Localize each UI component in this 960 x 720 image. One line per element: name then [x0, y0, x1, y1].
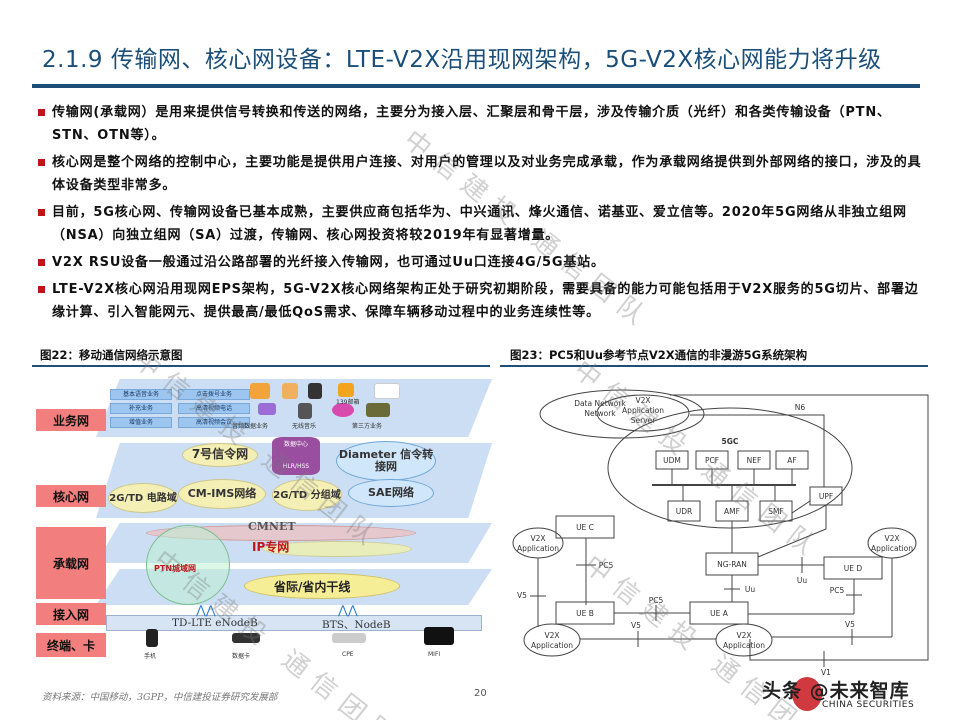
source-note: 资料来源：中国移动，3GPP，中信建投证券研究发展部 [42, 692, 278, 703]
svg-text:UPF: UPF [819, 492, 833, 501]
svg-text:NEF: NEF [747, 456, 762, 465]
cm-ims-cloud: CM-IMS网络 [178, 479, 266, 509]
layer-label-terminal: 终端、卡 [36, 633, 106, 657]
figure23-divider [500, 365, 928, 367]
figure22-divider [32, 365, 490, 367]
svg-text:AF: AF [787, 456, 796, 465]
svg-text:V2X: V2X [635, 396, 650, 405]
database-icon: 数据中心 HLR/HSS [272, 437, 320, 475]
svg-text:PCF: PCF [705, 456, 719, 465]
svg-text:Data Network: Data Network [574, 399, 626, 408]
data-card-icon [232, 633, 260, 643]
svg-text:V1: V1 [821, 668, 831, 677]
svg-text:N6: N6 [795, 403, 806, 412]
bullet-item: 传输网(承载网）是用来提供信号转换和传送的网络，主要分为接入层、汇聚层和骨干层，… [38, 101, 928, 147]
service-box: 高清视频电话 [178, 403, 250, 414]
antenna-icon: ⋀⋀ [196, 603, 216, 617]
svg-text:UE B: UE B [576, 609, 594, 618]
audio-data-service-icon [250, 383, 270, 399]
service-box: 基本语音业务 [110, 389, 172, 400]
svg-text:V2X: V2X [736, 631, 751, 640]
bullet-square-icon [38, 109, 45, 116]
service-box: 点击拨号业务 [178, 389, 250, 400]
svg-text:Application: Application [531, 641, 573, 650]
svg-text:V5: V5 [517, 591, 527, 600]
bullet-item: LTE-V2X核心网沿用现网EPS架构，5G-V2X核心网络架构正处于研究初期阶… [38, 278, 928, 324]
china-securities-logo-icon [792, 677, 822, 711]
phone-icon [146, 629, 158, 647]
svg-text:Application: Application [723, 641, 765, 650]
ptn-metro-circle [146, 525, 230, 605]
svg-text:PC5: PC5 [830, 586, 845, 595]
svg-text:V2X: V2X [530, 534, 545, 543]
service-box: 补充业务 [110, 403, 172, 414]
video-service-icon [308, 383, 322, 399]
svg-text:Uu: Uu [797, 576, 807, 585]
cpe-icon [332, 633, 366, 643]
antenna-icon: ⋀⋀ [338, 603, 358, 617]
mifi-icon [424, 627, 454, 645]
svg-text:SMF: SMF [768, 507, 784, 516]
service-box: 高清视频会议 [178, 417, 250, 428]
layer-label-access: 接入网 [36, 603, 106, 625]
wireless-music-icon [298, 403, 312, 419]
layer-label-core: 核心网 [36, 485, 106, 507]
ip-network-ellipse [262, 541, 412, 557]
access-bar [106, 615, 482, 631]
svg-text:Network: Network [584, 409, 616, 418]
svg-text:Application: Application [871, 544, 913, 553]
bullet-list: 传输网(承载网）是用来提供信号转换和传送的网络，主要分为接入层、汇聚层和骨干层，… [38, 101, 928, 328]
svg-text:PC5: PC5 [649, 596, 664, 605]
title-divider [32, 84, 920, 88]
music-service-icon [282, 383, 298, 399]
mobile-tv-icon [258, 403, 276, 415]
handshake-icon [366, 403, 390, 417]
ss7-network-cloud: 7号信令网 [182, 443, 258, 467]
svg-text:UE C: UE C [576, 523, 594, 532]
bullet-square-icon [38, 286, 45, 293]
bullet-item: V2X RSU设备一般通过沿公路部署的光纤接入传输网，也可通过Uu口连接4G/5… [38, 251, 928, 274]
layer-label-bearer: 承载网 [36, 527, 106, 599]
svg-text:Uu: Uu [745, 585, 755, 594]
svg-text:UE A: UE A [710, 609, 729, 618]
svg-text:V2X: V2X [884, 534, 899, 543]
brand-watermark: 头条 @未来智库 CHINA SECURITIES [762, 676, 952, 716]
svg-text:UDM: UDM [663, 456, 681, 465]
bullet-square-icon [38, 209, 45, 216]
bullet-item: 目前，5G核心网、传输网设备已基本成熟，主要供应商包括华为、中兴通讯、烽火通信、… [38, 201, 928, 247]
svg-text:Application: Application [622, 406, 664, 415]
diameter-network-cloud: Diameter 信令转接网 [336, 441, 436, 481]
svg-text:V2X: V2X [544, 631, 559, 640]
svg-text:V5: V5 [845, 620, 855, 629]
svg-text:Server: Server [631, 416, 657, 425]
figure22-caption: 图22：移动通信网络示意图 [40, 348, 183, 362]
layer-label-service: 业务网 [36, 409, 106, 431]
svg-text:PC5: PC5 [599, 561, 614, 570]
bullet-square-icon [38, 259, 45, 266]
circuit-domain-cloud: 2G/TD 电路域 [108, 483, 178, 513]
svg-text:NG-RAN: NG-RAN [717, 560, 747, 569]
bullet-item: 核心网是整个网络的控制中心，主要功能是提供用户连接、对用户的管理以及对业务完成承… [38, 151, 928, 197]
third-party-app-icon [332, 403, 354, 417]
architecture-svg: Data Network Network V2X Application Ser… [512, 389, 929, 677]
service-box: 增值业务 [110, 417, 172, 428]
v2x-5g-architecture-diagram: Data Network Network V2X Application Ser… [500, 377, 940, 677]
packet-domain-cloud: 2G/TD 分组域 [272, 479, 342, 511]
svg-text:AMF: AMF [724, 507, 740, 516]
sae-network-cloud: SAE网络 [348, 479, 434, 507]
svg-text:Application: Application [517, 544, 559, 553]
mobile-network-diagram: 业务网 核心网 承载网 接入网 终端、卡 基本语音业务 点击拨号业务 补充业务 … [36, 377, 492, 662]
svg-text:V5: V5 [631, 621, 641, 630]
page-title: 2.1.9 传输网、核心网设备：LTE-V2X沿用现网架构，5G-V2X核心网能… [42, 47, 882, 73]
svg-text:UE D: UE D [844, 564, 863, 573]
figure23-caption: 图23：PC5和Uu参考节点V2X通信的非漫游5G系统架构 [510, 348, 808, 362]
bullet-square-icon [38, 159, 45, 166]
page-number: 20 [474, 688, 487, 699]
svg-text:UDR: UDR [676, 507, 692, 516]
svg-text:5GC: 5GC [722, 437, 739, 446]
backbone-ellipse [244, 573, 400, 599]
fetion-logo-icon [374, 383, 400, 399]
mailbox-139-icon [338, 383, 354, 397]
